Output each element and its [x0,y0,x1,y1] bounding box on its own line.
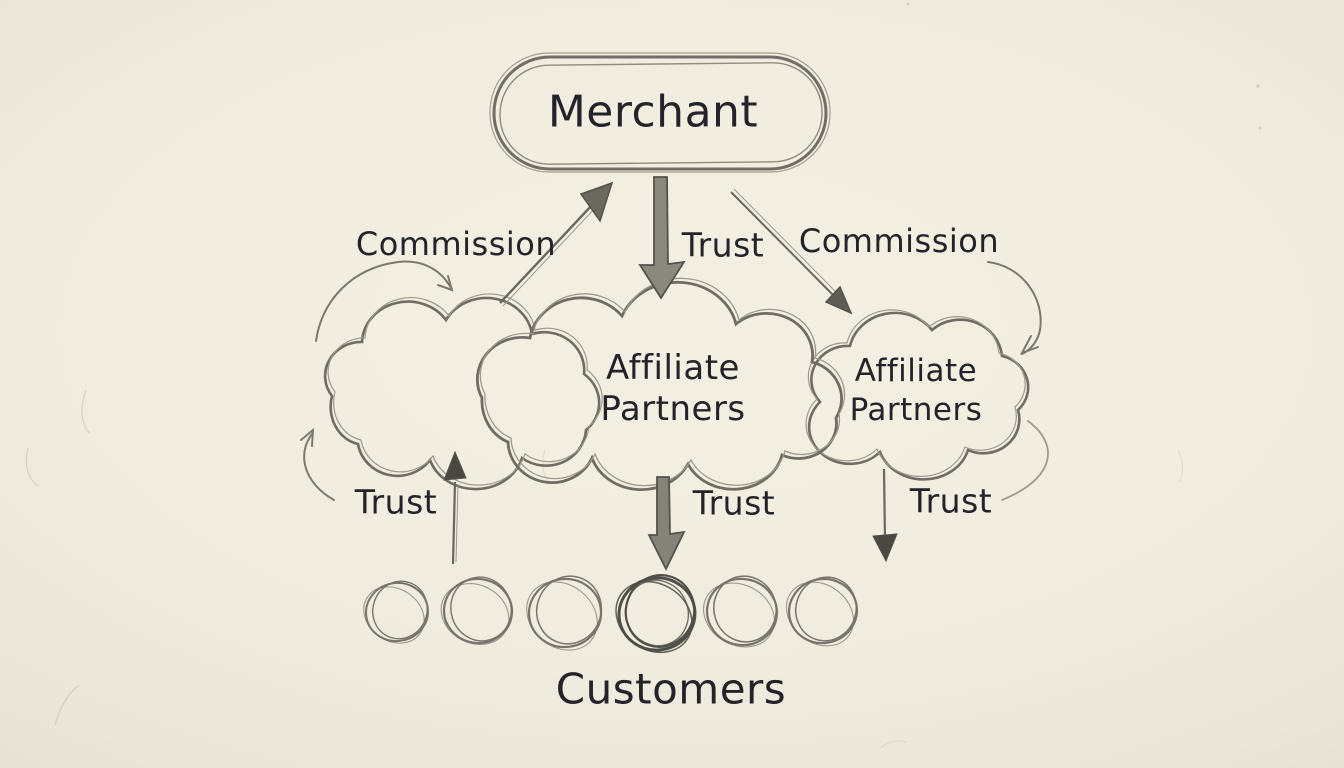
affiliate-right-line1: Affiliate [854,353,978,389]
arrow-commission-down-right [730,188,853,315]
customer-circle [526,575,603,651]
merchant-node-shape [489,52,831,173]
arrow-trust-up-left [443,450,467,565]
customer-circles [363,574,859,654]
arrow-trust-merchant-down [638,176,686,300]
cloud-middle [475,277,846,492]
curved-arrow-into-left-cloud [315,260,454,342]
trust-top-label: Trust [681,225,765,265]
arrow-trust-down-right [872,468,898,563]
customer-circle [363,580,429,644]
trust-bottom-left-label: Trust [354,482,438,522]
cloud-right [805,309,1030,481]
trust-bottom-right-label: Trust [909,481,993,521]
paper-texture [25,2,1262,749]
customer-circle [615,574,697,654]
curved-arrow-up-bottom-left [300,427,335,501]
affiliate-right-label: Affiliate Partners [850,352,983,430]
affiliate-middle-label: Affiliate Partners [600,348,745,430]
affiliate-middle-line2: Partners [600,389,746,429]
customers-label: Customers [555,664,787,714]
curved-stroke-bottom-right [1001,420,1049,501]
commission-right-label: Commission [798,222,1000,260]
arrow-commission-up-left [499,181,614,307]
curved-arrow-into-right-cloud [987,261,1042,355]
customer-circle [440,576,514,645]
merchant-label: Merchant [547,86,759,138]
affiliate-middle-line1: Affiliate [606,348,740,388]
affiliate-right-line2: Partners [849,392,983,428]
customer-circle [703,575,779,648]
commission-left-label: Commission [355,225,557,263]
arrow-trust-down-middle [647,476,686,572]
customer-circle [785,576,859,647]
cloud-left [323,293,603,491]
trust-bottom-middle-label: Trust [692,483,776,523]
